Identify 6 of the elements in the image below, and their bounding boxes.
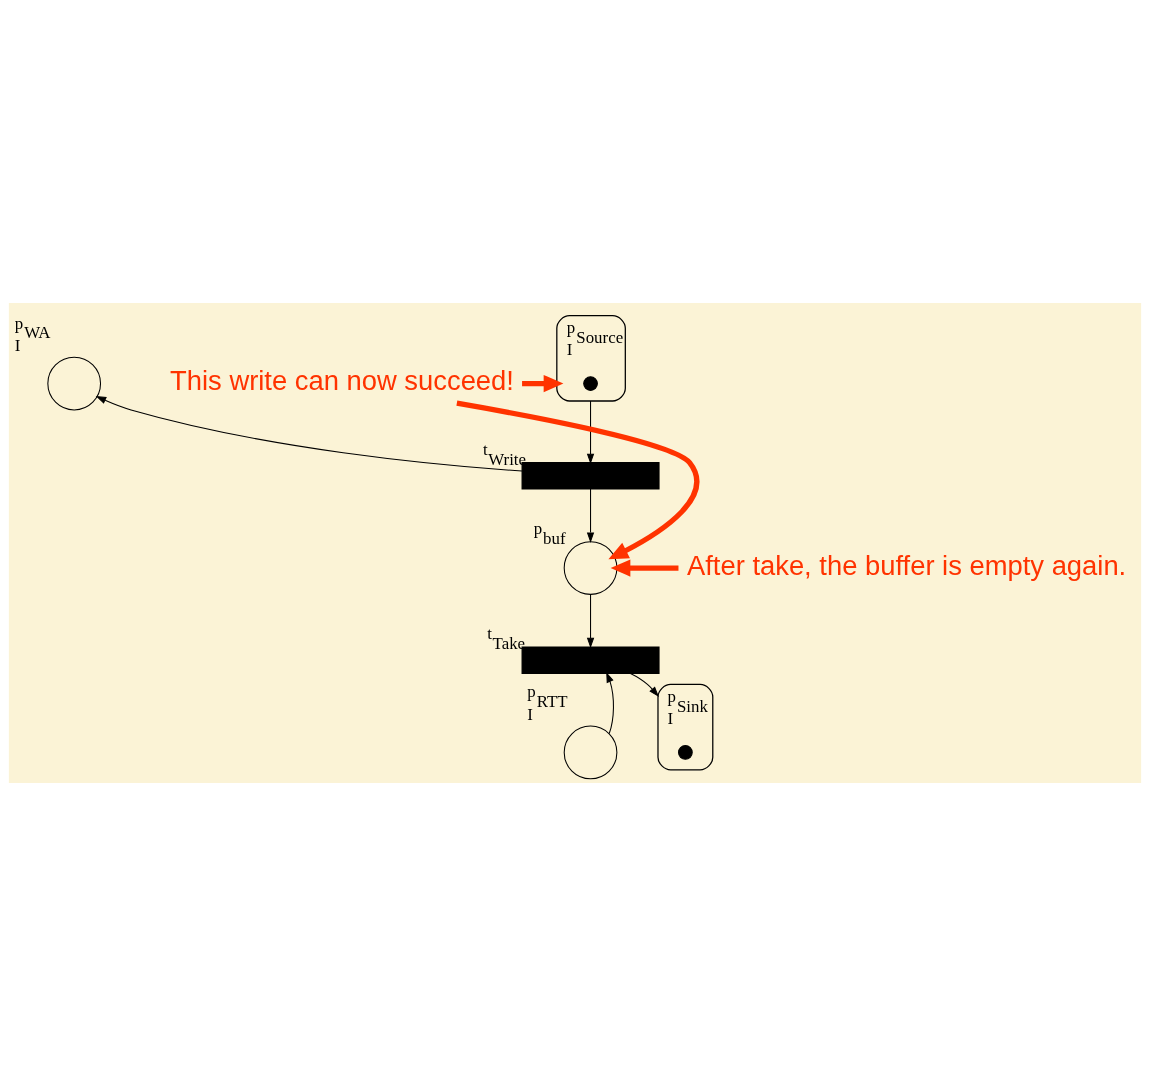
node-text: This write can now succeed! <box>170 365 514 397</box>
node-text: After take, the buffer is empty again. <box>686 549 1127 581</box>
node-label: I <box>566 340 573 360</box>
node-label: I <box>527 704 533 724</box>
node-label: I <box>667 709 674 729</box>
node-label: I <box>14 335 21 355</box>
